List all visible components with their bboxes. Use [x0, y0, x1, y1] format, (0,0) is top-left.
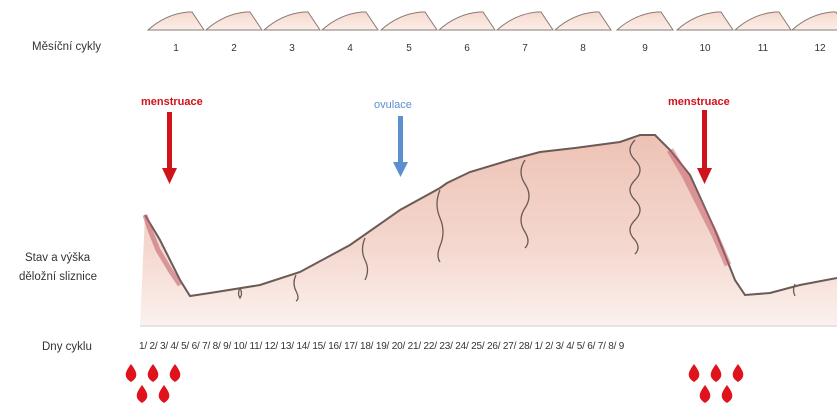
blood-drop-right: [711, 364, 722, 382]
blood-drop-left: [159, 385, 170, 403]
blood-drop-left: [170, 364, 181, 382]
blood-drop-right: [689, 364, 700, 382]
blood-drop-right: [722, 385, 733, 403]
blood-drop-left: [148, 364, 159, 382]
blood-drop-left: [126, 364, 137, 382]
blood-drop-right: [733, 364, 744, 382]
blood-drop-left: [137, 385, 148, 403]
blood-drop-right: [700, 385, 711, 403]
